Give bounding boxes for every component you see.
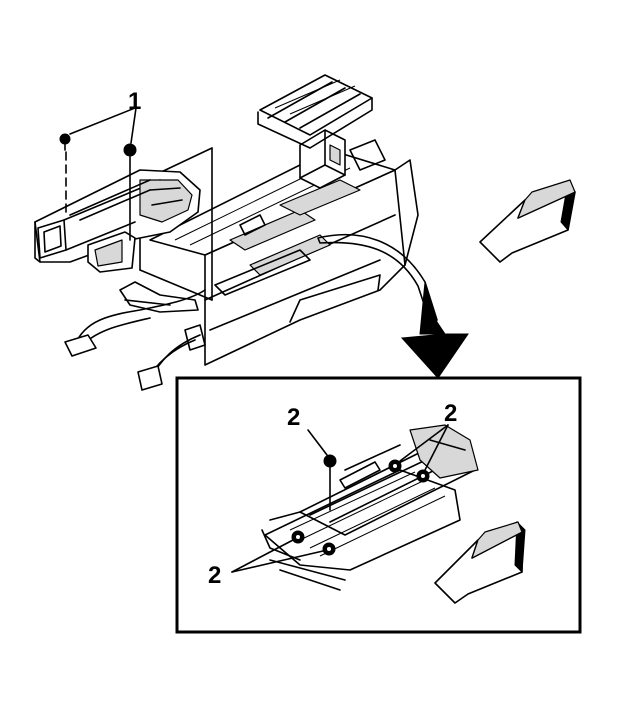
fastener-2-lower-a <box>291 530 305 544</box>
leader-2-lower-a <box>231 539 294 573</box>
curved-arrow <box>317 233 469 379</box>
fastener-2-right-b <box>416 469 430 483</box>
leader-2-right-a <box>399 424 449 462</box>
console-assembly <box>139 129 419 366</box>
fastener-2-top <box>323 454 337 511</box>
fastener-2-right-a <box>388 459 402 473</box>
leader-2-top <box>307 429 328 456</box>
forward-arrow-lower <box>434 520 526 604</box>
callout-2-top: 2 <box>287 404 301 431</box>
detail-bracket <box>261 424 479 591</box>
callout-1: 1 <box>128 88 142 115</box>
callout-2-right: 2 <box>444 400 458 427</box>
upper-bracket <box>257 74 373 149</box>
leader-2-right-b <box>424 424 449 471</box>
fastener-1-right <box>123 143 137 241</box>
leader-2-lower-b <box>231 550 324 573</box>
detail-frame <box>175 376 582 634</box>
forward-arrow-upper <box>479 179 576 263</box>
air-duct <box>34 169 201 273</box>
leader-1-left <box>69 107 136 135</box>
fastener-2-lower-b <box>322 542 336 556</box>
fastener-1-left <box>59 133 71 213</box>
leader-1-right <box>130 107 137 144</box>
callout-2-lower: 2 <box>208 562 222 589</box>
wiring-harness <box>64 281 206 391</box>
